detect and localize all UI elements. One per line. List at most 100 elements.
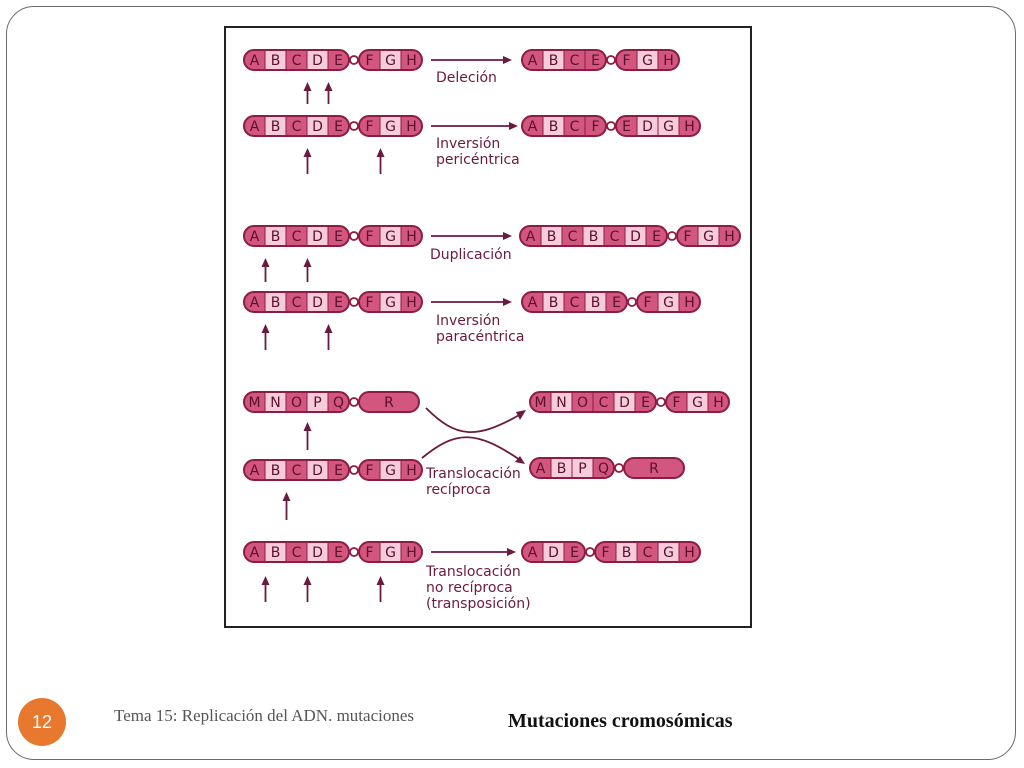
- gene-label: G: [663, 545, 674, 561]
- arrowhead-icon: [282, 492, 291, 501]
- chromosome-outline: [358, 459, 423, 481]
- chromosome-outline: [243, 225, 350, 247]
- arrowhead-icon: [376, 576, 385, 585]
- label-paracentrica: Inversión: [436, 313, 500, 329]
- chromosome-segment: [327, 226, 349, 246]
- chromosome-segment: [657, 50, 679, 70]
- gene-label: C: [292, 53, 302, 69]
- chromosome-segment: [327, 116, 349, 136]
- arm-segments: [244, 50, 349, 70]
- label-pericentrica: Inversión: [436, 136, 500, 152]
- gene-label: M: [534, 395, 546, 411]
- gene-label: C: [570, 295, 580, 311]
- arm-segments: [530, 392, 656, 412]
- gene-label: F: [365, 463, 373, 479]
- label-no-reciproca: (transposición): [426, 596, 531, 612]
- gene-label: F: [672, 395, 680, 411]
- breakpoint-arrow: [282, 492, 291, 520]
- gene-label: F: [683, 229, 691, 245]
- gene-label: H: [684, 545, 695, 561]
- gene-label: E: [570, 545, 579, 561]
- gene-label: G: [385, 295, 396, 311]
- chromosome-segment: [327, 50, 349, 70]
- breakpoint-arrow: [324, 82, 333, 104]
- gene-label: E: [334, 53, 343, 69]
- label-delecion: Deleción: [436, 70, 497, 86]
- gene-label: R: [384, 395, 394, 411]
- arm-segments: [244, 542, 349, 562]
- arrowhead-icon: [376, 148, 385, 157]
- centromere: [349, 297, 359, 307]
- arrowhead-icon: [261, 324, 270, 333]
- gene-label: G: [385, 545, 396, 561]
- curved-arrow: [425, 407, 522, 433]
- gene-label: P: [578, 461, 586, 477]
- chromosome-outline: [665, 391, 730, 413]
- chromosome-segment: [400, 116, 422, 136]
- arrowhead-icon: [261, 576, 270, 585]
- chromosome-segment: [645, 226, 667, 246]
- gene-label: H: [406, 53, 417, 69]
- arrowhead-icon: [507, 548, 516, 556]
- gene-label: E: [641, 395, 650, 411]
- arm-segments: [666, 392, 729, 412]
- arrow-duplicacion: [431, 232, 512, 240]
- chromosome-outline: [636, 291, 701, 313]
- chromosome-outline: [358, 225, 423, 247]
- chromosome-outline: [243, 291, 350, 313]
- breakpoint-arrow: [261, 324, 270, 350]
- gene-label: R: [649, 461, 659, 477]
- chromosome-outline: [358, 541, 423, 563]
- gene-label: A: [250, 53, 260, 69]
- chromosome-segment: [678, 116, 700, 136]
- gene-label: F: [591, 119, 599, 135]
- chromosome-outline: [594, 541, 701, 563]
- chromosome-outline: [529, 457, 615, 479]
- gene-label: C: [292, 119, 302, 135]
- breakpoint-arrow: [376, 148, 385, 174]
- arm-segments: [359, 50, 422, 70]
- gene-label: B: [622, 545, 632, 561]
- chromosome-outline: [521, 115, 607, 137]
- gene-label: A: [250, 545, 260, 561]
- gene-label: B: [549, 53, 559, 69]
- arrowhead-icon: [303, 148, 312, 157]
- arrowhead-icon: [303, 82, 312, 91]
- gene-label: H: [724, 229, 735, 245]
- arrow-no-reciproca: [431, 548, 516, 556]
- gene-label: B: [557, 461, 567, 477]
- arm-segments: [359, 460, 422, 480]
- gene-label: A: [250, 463, 260, 479]
- gene-label: B: [591, 295, 601, 311]
- gene-label: E: [334, 463, 343, 479]
- gene-label: D: [312, 53, 323, 69]
- gene-label: G: [663, 119, 674, 135]
- chromosome-segment: [327, 292, 349, 312]
- chromosome-segment: [400, 50, 422, 70]
- gene-label: E: [334, 545, 343, 561]
- breakpoint-arrow: [261, 576, 270, 602]
- gene-label: D: [642, 119, 653, 135]
- gene-label: G: [385, 119, 396, 135]
- gene-label: G: [692, 395, 703, 411]
- arm-segments: [359, 542, 422, 562]
- gene-label: B: [549, 295, 559, 311]
- page-number-badge: 12: [18, 698, 66, 746]
- arm-segments: [520, 226, 667, 246]
- gene-label: C: [643, 545, 653, 561]
- gene-label: C: [568, 229, 578, 245]
- centromere: [349, 121, 359, 131]
- chromosome-segment: [400, 542, 422, 562]
- chromosome-segment: [707, 392, 729, 412]
- breakpoint-arrow: [303, 576, 312, 602]
- chromosome-outline: [358, 49, 423, 71]
- gene-label: D: [312, 119, 323, 135]
- chromosome-outline: [358, 291, 423, 313]
- gene-label: A: [528, 53, 538, 69]
- gene-label: B: [271, 53, 281, 69]
- arrowhead-icon: [503, 56, 512, 64]
- gene-label: B: [271, 463, 281, 479]
- gene-label: E: [612, 295, 621, 311]
